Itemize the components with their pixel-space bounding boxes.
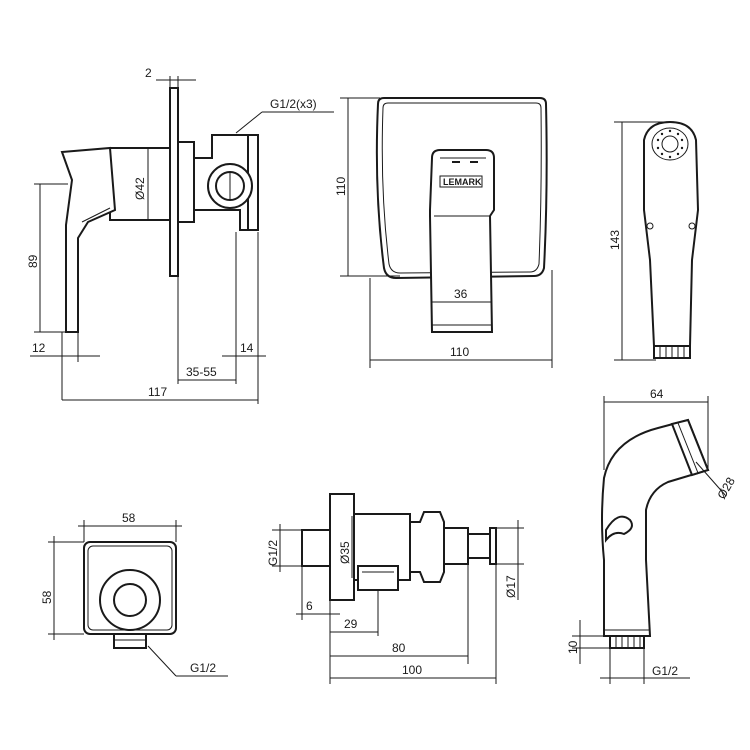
outlet-ring [99, 569, 161, 631]
dim-handle-offset: 12 [32, 341, 46, 355]
dim-outlet-depth: 14 [240, 341, 254, 355]
mixer-lever-front [429, 149, 495, 333]
dim-plate-height: 110 [334, 177, 348, 196]
dim-sprayer-length: 143 [608, 230, 622, 250]
dim-outlet-plate-width: 58 [122, 511, 136, 525]
dim-valve-length-100: 100 [402, 663, 422, 677]
sprayer-side-view: 64 Ø28 10 G1/2 [566, 387, 738, 684]
dim-valve-thread: G1/2 [266, 540, 280, 566]
sprayer-side-thread [609, 635, 645, 649]
dim-body-depth: 35-55 [186, 365, 217, 379]
dim-valve-offset: 6 [306, 599, 313, 613]
dim-sprayer-width: 64 [650, 387, 664, 401]
mixer-flange-plate [169, 87, 179, 277]
dim-flange-thickness: 2 [145, 66, 152, 80]
dim-valve-length-80: 80 [392, 641, 406, 655]
dim-plate-width: 110 [450, 345, 469, 359]
dim-sprayer-thread-height: 10 [566, 640, 580, 654]
valve-cap [467, 533, 491, 559]
dim-valve-outlet-diameter: Ø17 [504, 575, 518, 598]
dim-body-diameter: Ø42 [133, 177, 147, 200]
mixer-front-view: LEMARK 110 36 110 [334, 97, 553, 368]
valve-flange [329, 493, 355, 601]
outlet-elbow-view: 58 58 G1/2 [40, 511, 228, 677]
sprayer-trigger [605, 515, 633, 543]
valve-end-disc [489, 527, 497, 565]
mixer-lever [60, 146, 117, 333]
valve-knob-neck [409, 511, 445, 583]
sprayer-front-view: 143 [608, 120, 700, 361]
valve-stem [443, 527, 469, 565]
brand-badge [439, 175, 483, 188]
dim-valve-body-diameter: Ø35 [338, 541, 352, 564]
dim-handle-height: 89 [26, 254, 40, 268]
dim-sprayer-head-diameter: Ø28 [714, 475, 738, 502]
dim-connection-thread: G1/2(x3) [270, 97, 317, 111]
dim-lever-width: 36 [454, 287, 468, 301]
angle-valve-view: G1/2 Ø35 Ø17 6 29 80 100 [266, 493, 524, 684]
mixer-side-view: 2 G1/2(x3) Ø42 89 12 35-55 14 117 [26, 66, 334, 404]
dim-valve-outlet-position: 29 [344, 617, 358, 631]
mixer-body-nut [177, 141, 195, 223]
mixer-lever-edge [81, 207, 111, 223]
dim-outlet-plate-height: 58 [40, 590, 54, 604]
sprayer-body-side [601, 418, 710, 637]
valve-outlet [357, 565, 399, 591]
dim-outlet-thread: G1/2 [190, 661, 216, 675]
outlet-connector [113, 633, 147, 649]
dim-total-depth: 117 [148, 385, 167, 399]
dim-sprayer-thread: G1/2 [652, 664, 678, 678]
brand-logo: LEMARK [443, 177, 482, 187]
sprayer-nozzle-face [651, 127, 689, 161]
valve-inlet-thread [301, 529, 331, 567]
sprayer-body-front [643, 120, 700, 347]
